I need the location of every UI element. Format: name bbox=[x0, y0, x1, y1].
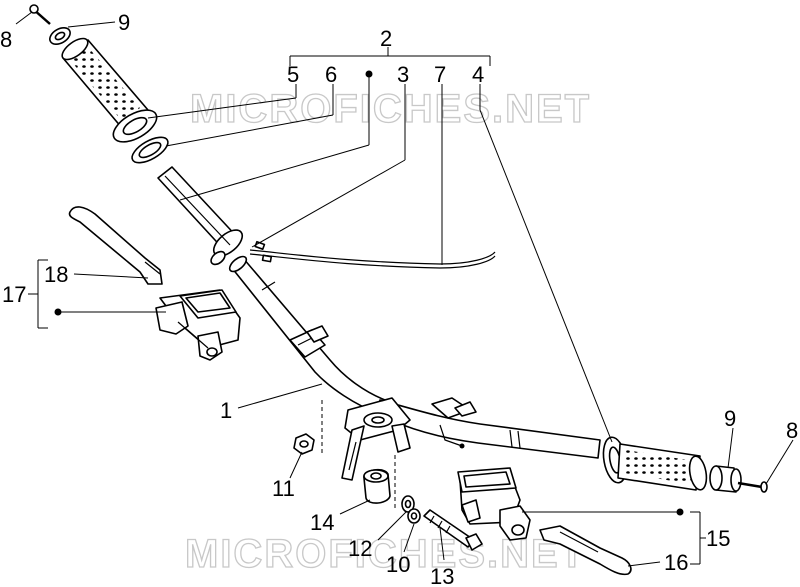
callout-3: 3 bbox=[397, 62, 409, 87]
left-end-screw bbox=[29, 4, 51, 25]
callout-4: 4 bbox=[472, 62, 484, 87]
callout-12: 12 bbox=[348, 536, 372, 561]
callout-14: 14 bbox=[310, 510, 334, 535]
right-end-screw bbox=[737, 481, 768, 493]
callout-16: 16 bbox=[664, 550, 688, 575]
callout-15: 15 bbox=[706, 526, 730, 551]
right-brake-assembly bbox=[457, 467, 632, 576]
callout-17: 17 bbox=[2, 282, 26, 307]
callout-10: 10 bbox=[386, 552, 410, 577]
callout-18: 18 bbox=[44, 262, 68, 287]
watermark-top: MICROFICHES.NET bbox=[190, 87, 591, 131]
right-brake-lever bbox=[539, 525, 632, 576]
callout-11: 11 bbox=[272, 476, 295, 501]
handlebar bbox=[228, 255, 601, 481]
right-bar-end bbox=[709, 465, 742, 493]
throttle-tube bbox=[157, 166, 244, 266]
left-bar-end bbox=[49, 27, 71, 45]
callout-1: 1 bbox=[220, 398, 232, 423]
left-brake-lever bbox=[68, 206, 163, 285]
throttle-cable bbox=[249, 240, 496, 269]
left-grip bbox=[61, 37, 149, 129]
left-brake-assembly bbox=[68, 206, 241, 361]
right-grip bbox=[617, 443, 708, 491]
washer-10 bbox=[407, 508, 421, 524]
callout-8-right: 8 bbox=[786, 418, 798, 443]
washer-12 bbox=[401, 495, 415, 513]
bolt bbox=[423, 509, 483, 551]
callout-2: 2 bbox=[380, 26, 392, 51]
left-grip-ring bbox=[112, 109, 158, 143]
callout-9-right: 9 bbox=[724, 406, 736, 431]
left-grip-washer bbox=[131, 136, 169, 164]
right-grip-assembly bbox=[602, 436, 768, 493]
callout-8-left: 8 bbox=[0, 27, 12, 52]
callout-6: 6 bbox=[325, 62, 337, 87]
rubber-bushing bbox=[363, 468, 391, 504]
callout-9-left: 9 bbox=[118, 10, 130, 35]
left-grip-assembly bbox=[29, 4, 244, 266]
callout-13: 13 bbox=[430, 564, 454, 587]
nut bbox=[293, 433, 315, 455]
left-master-cylinder bbox=[155, 289, 241, 361]
callout-7: 7 bbox=[434, 62, 446, 87]
callout-5: 5 bbox=[287, 62, 299, 87]
right-master-cylinder bbox=[457, 467, 531, 541]
